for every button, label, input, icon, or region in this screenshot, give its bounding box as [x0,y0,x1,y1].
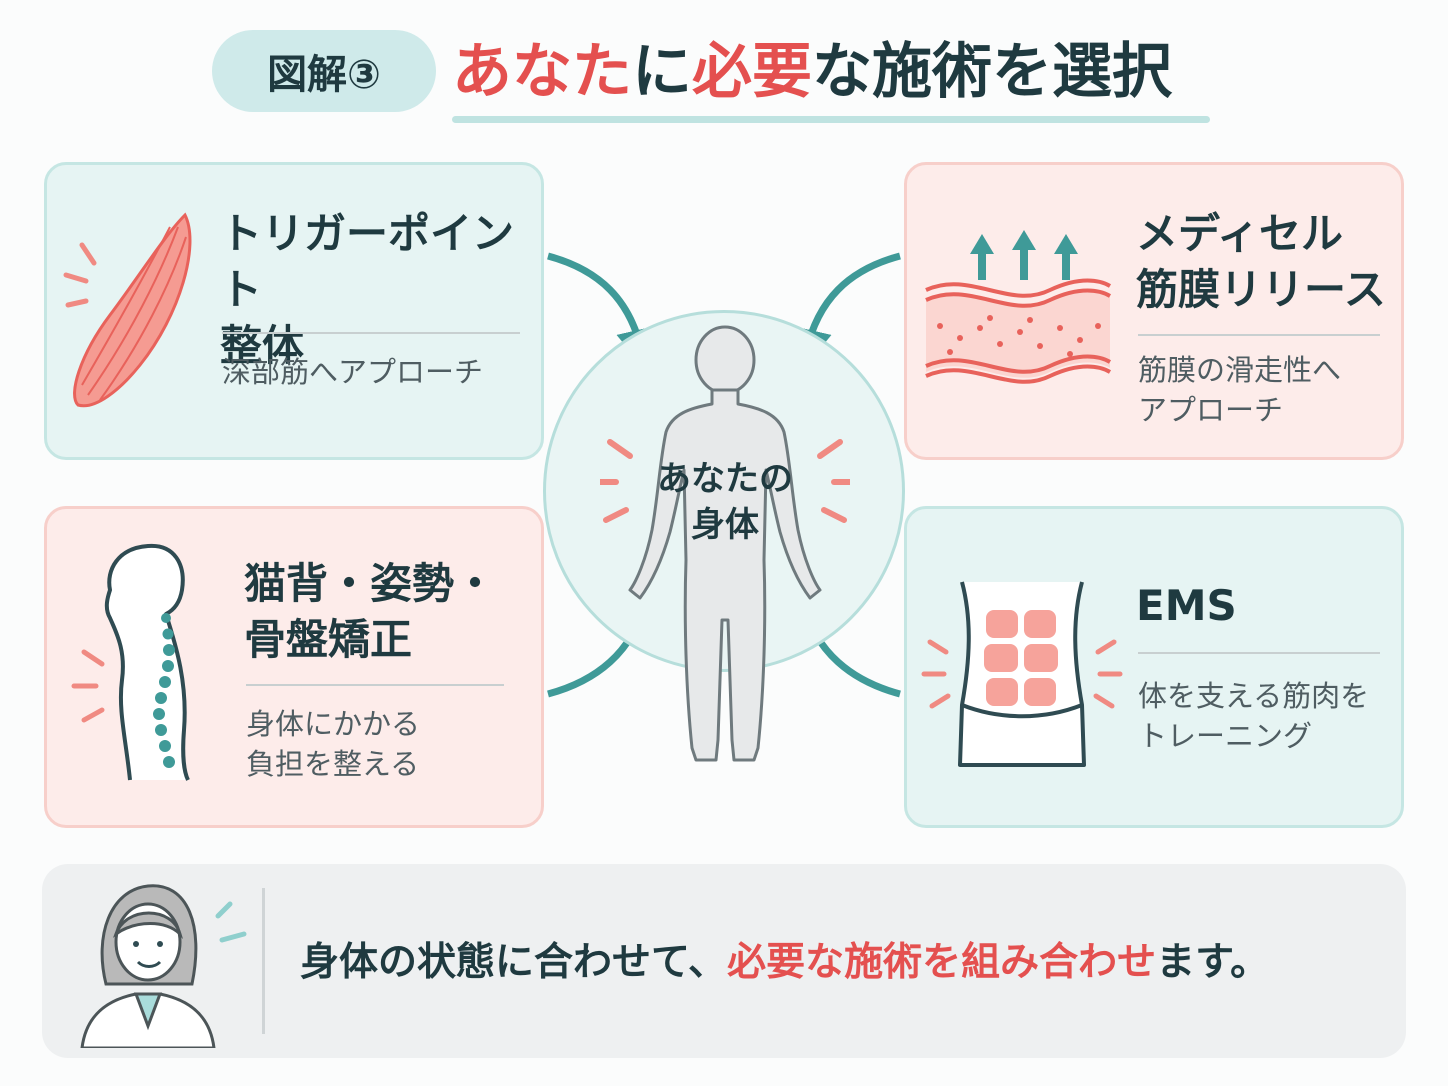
bottom-message-part-3: ます。 [1156,940,1270,985]
card-trigger-title: トリガーポイント 整体 [220,209,515,370]
bottom-separator [262,888,265,1034]
card-ems-desc: 体を支える筋肉を トレーニング [1138,679,1370,753]
figure-badge-label: 図解③ [267,52,381,98]
card-posture-title: 猫背・姿勢・ 骨盤矯正 [244,559,497,664]
center-label: あなたの 身体 [657,459,793,545]
card-trigger-divider [222,332,520,334]
bottom-message-panel [42,864,1406,1058]
title-part-1: あなた [452,37,632,107]
card-ems-title: EMS [1136,581,1237,630]
title-part-2: に [632,37,692,107]
card-trigger-desc: 深部筋へアプローチ [222,355,484,389]
body-silhouette-icon [600,325,850,762]
spine-side-icon [71,543,190,781]
staff-avatar-icon [80,884,247,1048]
muscle-icon [63,212,192,408]
bottom-message-part-2: 必要な施術を組み合わせ [727,940,1157,985]
card-medicell-desc: 筋膜の滑走性へ アプローチ [1138,353,1342,427]
abdomen-muscle-icon [921,581,1123,767]
fascia-layers-icon [925,230,1112,384]
card-posture-divider [246,684,504,686]
title-underline [452,116,1210,123]
page-title: あなたに必要な施術を選択 [452,34,1252,110]
bottom-message: 身体の状態に合わせて、必要な施術を組み合わせます。 [300,930,1390,1000]
bottom-message-part-1: 身体の状態に合わせて、 [300,940,728,985]
card-posture-desc: 身体にかかる 負担を整える [246,707,421,781]
title-part-4: な施術を選択 [812,37,1172,107]
card-ems-divider [1138,652,1380,654]
card-medicell-title: メディセル 筋膜リリース [1136,209,1386,314]
title-part-3: 必要 [692,37,812,107]
card-medicell-divider [1138,334,1380,336]
figure-badge: 図解③ [212,30,436,112]
